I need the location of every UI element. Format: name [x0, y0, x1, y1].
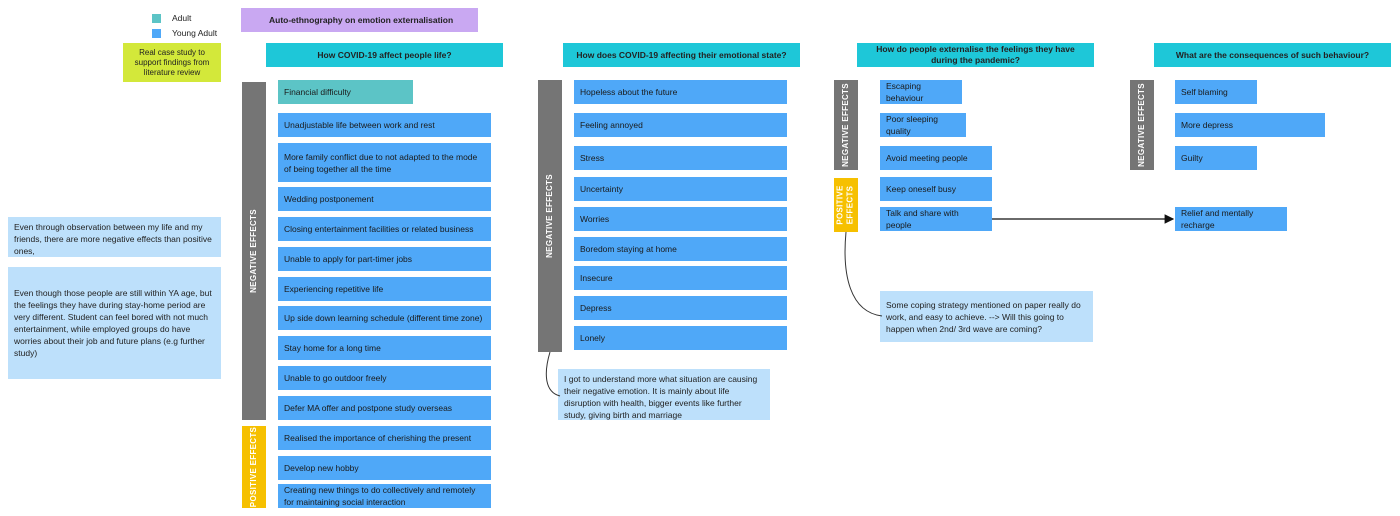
- column-2-negative-label: NEGATIVE EFFECTS: [538, 80, 562, 352]
- sticky-outdoor[interactable]: Unable to go outdoor freely: [278, 366, 491, 390]
- column-3-negative-label: NEGATIVE EFFECTS: [834, 80, 858, 170]
- column-3-header[interactable]: How do people externalise the feelings t…: [857, 43, 1094, 67]
- sticky-creating-new-things[interactable]: Creating new things to do collectively a…: [278, 484, 491, 508]
- sticky-repetitive-life[interactable]: Experiencing repetitive life: [278, 277, 491, 301]
- sticky-keep-busy[interactable]: Keep oneself busy: [880, 177, 992, 201]
- sticky-closing-entertainment[interactable]: Closing entertainment facilities or rela…: [278, 217, 491, 241]
- sticky-stay-home[interactable]: Stay home for a long time: [278, 336, 491, 360]
- connector-column-3-note: [844, 231, 883, 317]
- sticky-poor-sleeping[interactable]: Poor sleeping quality: [880, 113, 966, 137]
- sticky-more-depress[interactable]: More depress: [1175, 113, 1325, 137]
- sticky-lonely[interactable]: Lonely: [574, 326, 787, 350]
- sticky-self-blaming[interactable]: Self blaming: [1175, 80, 1257, 104]
- board-title-text: Auto-ethnography on emotion externalisat…: [269, 15, 454, 25]
- column-3-positive-label: POSITIVE EFFECTS: [834, 178, 858, 232]
- column-1-positive-label: POSITIVE EFFECTS: [242, 426, 266, 508]
- column-1-header[interactable]: How COVID-19 affect people life?: [266, 43, 503, 67]
- sticky-worries[interactable]: Worries: [574, 207, 787, 231]
- sticky-insecure[interactable]: Insecure: [574, 266, 787, 290]
- column-4-header[interactable]: What are the consequences of such behavi…: [1154, 43, 1391, 67]
- legend-swatch-young-adult: [152, 29, 161, 38]
- side-note-2[interactable]: Even though those people are still withi…: [8, 267, 221, 379]
- sticky-defer-ma[interactable]: Defer MA offer and postpone study overse…: [278, 396, 491, 420]
- sticky-escaping-behaviour[interactable]: Escaping behaviour: [880, 80, 962, 104]
- sticky-learning-schedule[interactable]: Up side down learning schedule (differen…: [278, 306, 491, 330]
- sticky-stress[interactable]: Stress: [574, 146, 787, 170]
- side-note-1[interactable]: Even through observation between my life…: [8, 217, 221, 257]
- sticky-depress[interactable]: Depress: [574, 296, 787, 320]
- column-1-negative-label: NEGATIVE EFFECTS: [242, 82, 266, 420]
- case-study-note[interactable]: Real case study to support findings from…: [123, 43, 221, 82]
- legend-label-adult: Adult: [172, 13, 192, 23]
- column-4-negative-label: NEGATIVE EFFECTS: [1130, 80, 1154, 170]
- sticky-uncertainty[interactable]: Uncertainty: [574, 177, 787, 201]
- sticky-boredom[interactable]: Boredom staying at home: [574, 237, 787, 261]
- sticky-annoyed[interactable]: Feeling annoyed: [574, 113, 787, 137]
- sticky-unadjustable-life[interactable]: Unadjustable life between work and rest: [278, 113, 491, 137]
- column-2-note[interactable]: I got to understand more what situation …: [558, 369, 770, 420]
- column-3-note[interactable]: Some coping strategy mentioned on paper …: [880, 291, 1093, 342]
- sticky-relief-recharge[interactable]: Relief and mentally recharge: [1175, 207, 1287, 231]
- legend-label-young-adult: Young Adult: [172, 28, 218, 38]
- sticky-new-hobby[interactable]: Develop new hobby: [278, 456, 491, 480]
- board-title[interactable]: Auto-ethnography on emotion externalisat…: [241, 8, 478, 32]
- sticky-part-timer-jobs[interactable]: Unable to apply for part-timer jobs: [278, 247, 491, 271]
- sticky-hopeless[interactable]: Hopeless about the future: [574, 80, 787, 104]
- sticky-financial-difficulty[interactable]: Financial difficulty: [278, 80, 413, 104]
- sticky-wedding-postponement[interactable]: Wedding postponement: [278, 187, 491, 211]
- sticky-guilty[interactable]: Guilty: [1175, 146, 1257, 170]
- case-study-note-text: Real case study to support findings from…: [134, 47, 210, 77]
- legend-swatch-adult: [152, 14, 161, 23]
- column-2-header[interactable]: How does COVID-19 affecting their emotio…: [563, 43, 800, 67]
- sticky-avoid-meeting[interactable]: Avoid meeting people: [880, 146, 992, 170]
- sticky-family-conflict[interactable]: More family conflict due to not adapted …: [278, 143, 491, 182]
- sticky-talk-share[interactable]: Talk and share with people: [880, 207, 992, 231]
- sticky-cherishing-present[interactable]: Realised the importance of cherishing th…: [278, 426, 491, 450]
